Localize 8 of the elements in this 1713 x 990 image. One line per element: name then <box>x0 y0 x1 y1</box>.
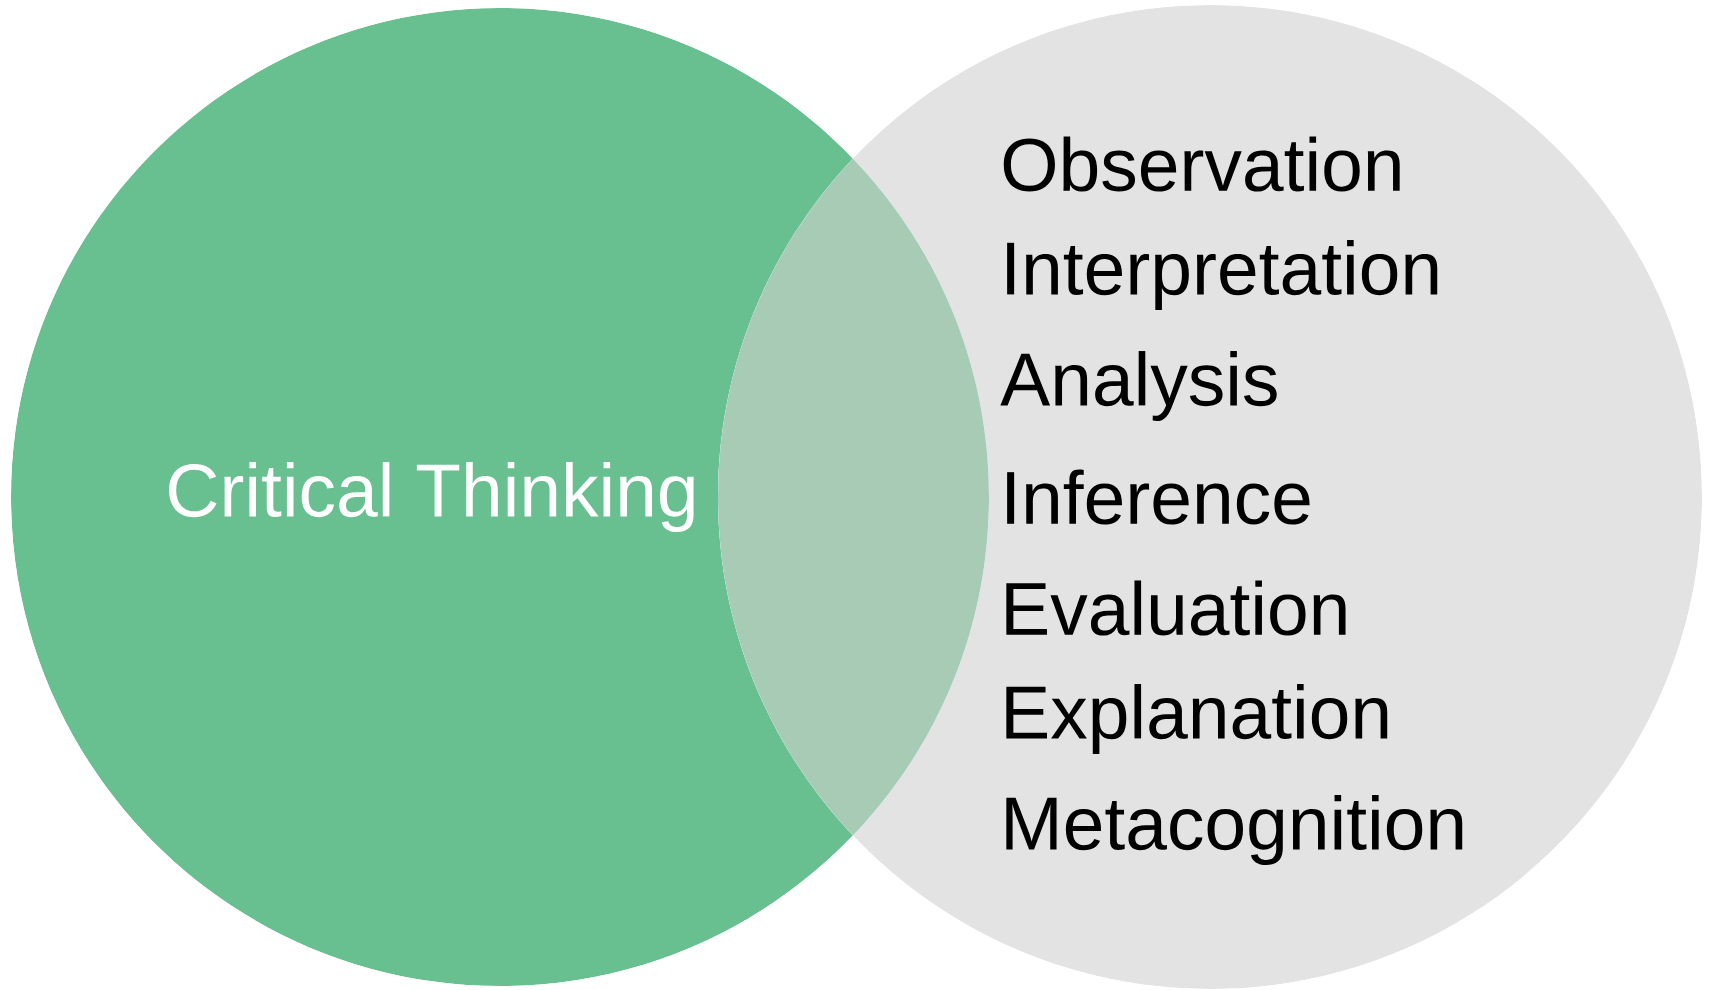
circle-label: Interpretation <box>1007 240 1438 310</box>
circle-label: Critical Thinking <box>169 462 694 532</box>
circle-label: Analysis <box>1000 351 1277 421</box>
circle-label: Inference <box>1007 469 1310 525</box>
circle-label: Explanation <box>1006 684 1388 754</box>
circle-label: Metacognition <box>1006 795 1463 865</box>
circle-label: Evaluation <box>1006 580 1346 636</box>
circle-label: Observation <box>1003 136 1400 192</box>
